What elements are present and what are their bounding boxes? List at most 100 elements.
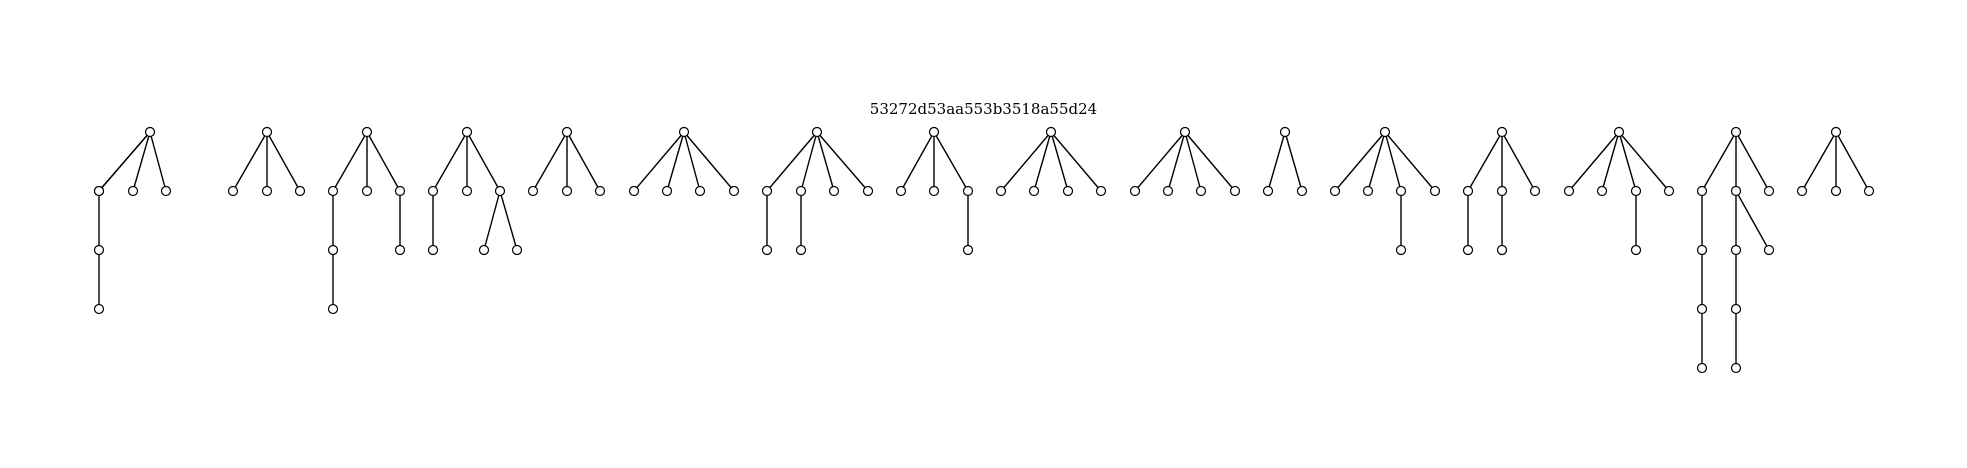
tree-node bbox=[1730, 185, 1742, 197]
tree-node bbox=[1162, 185, 1174, 197]
tree-edge bbox=[933, 131, 969, 192]
tree-node bbox=[1129, 185, 1141, 197]
tree-node bbox=[1496, 244, 1508, 256]
tree-edge bbox=[1735, 190, 1770, 251]
tree-node bbox=[1028, 185, 1040, 197]
tree-root-node bbox=[461, 126, 473, 138]
tree-node bbox=[1262, 185, 1274, 197]
tree-node bbox=[327, 244, 339, 256]
tree-edge bbox=[900, 131, 935, 192]
tree-node bbox=[1462, 244, 1474, 256]
tree-node bbox=[1763, 185, 1775, 197]
tree-edge bbox=[366, 131, 401, 192]
tree-root-node bbox=[561, 126, 573, 138]
tree-edge bbox=[1000, 131, 1052, 192]
tree-node bbox=[1229, 185, 1241, 197]
tree-root-node bbox=[261, 126, 273, 138]
tree-node bbox=[394, 244, 406, 256]
tree-node bbox=[795, 185, 807, 197]
tree-edge bbox=[683, 131, 735, 192]
tree-edge bbox=[1568, 131, 1620, 192]
tree-root-node bbox=[1496, 126, 1508, 138]
tree-node bbox=[1429, 185, 1441, 197]
tree-root-node bbox=[1279, 126, 1291, 138]
tree-node bbox=[478, 244, 490, 256]
tree-node bbox=[93, 244, 105, 256]
tree-node bbox=[862, 185, 874, 197]
tree-node bbox=[1362, 185, 1374, 197]
tree-node bbox=[1696, 185, 1708, 197]
tree-node bbox=[995, 185, 1007, 197]
tree-node bbox=[261, 185, 273, 197]
tree-edge bbox=[1167, 131, 1186, 192]
tree-node bbox=[561, 185, 573, 197]
tree-root-node bbox=[1045, 126, 1057, 138]
tree-8 bbox=[895, 126, 974, 256]
tree-edge bbox=[532, 131, 568, 192]
tree-edge bbox=[1284, 131, 1303, 192]
tree-edge bbox=[1735, 131, 1770, 192]
tree-node bbox=[661, 185, 673, 197]
tree-node bbox=[1663, 185, 1675, 197]
tree-node bbox=[160, 185, 172, 197]
tree-edge bbox=[1601, 131, 1620, 192]
tree-edge bbox=[1367, 131, 1386, 192]
tree-14 bbox=[1563, 126, 1675, 256]
tree-node bbox=[461, 185, 473, 197]
tree-edge bbox=[1835, 131, 1870, 192]
tree-edge bbox=[1801, 131, 1837, 192]
tree-6 bbox=[628, 126, 740, 197]
tree-node bbox=[1596, 185, 1608, 197]
tree-edge bbox=[1134, 131, 1186, 192]
tree-15 bbox=[1696, 126, 1775, 374]
tree-root-node bbox=[1179, 126, 1191, 138]
tree-edge bbox=[499, 190, 518, 251]
tree-13 bbox=[1462, 126, 1541, 256]
tree-node bbox=[1696, 244, 1708, 256]
tree-node bbox=[1462, 185, 1474, 197]
tree-node bbox=[1395, 244, 1407, 256]
tree-node bbox=[761, 185, 773, 197]
tree-node bbox=[962, 185, 974, 197]
tree-node bbox=[1630, 244, 1642, 256]
tree-edge bbox=[566, 131, 601, 192]
tree-node bbox=[1796, 185, 1808, 197]
tree-edge bbox=[666, 131, 685, 192]
tree-node bbox=[327, 185, 339, 197]
tree-node bbox=[1730, 244, 1742, 256]
tree-node bbox=[761, 244, 773, 256]
tree-node bbox=[928, 185, 940, 197]
tree-node bbox=[327, 303, 339, 315]
tree-edge bbox=[633, 131, 685, 192]
tree-node bbox=[511, 244, 523, 256]
tree-root-node bbox=[928, 126, 940, 138]
tree-root-node bbox=[1613, 126, 1625, 138]
tree-node bbox=[628, 185, 640, 197]
tree-edge bbox=[766, 131, 818, 192]
tree-edge bbox=[332, 131, 368, 192]
tree-root-node bbox=[811, 126, 823, 138]
tree-node bbox=[127, 185, 139, 197]
tree-edge bbox=[1384, 131, 1402, 192]
tree-node bbox=[427, 244, 439, 256]
tree-edge bbox=[1050, 131, 1102, 192]
tree-node bbox=[227, 185, 239, 197]
tree-3 bbox=[327, 126, 406, 315]
tree-9 bbox=[995, 126, 1107, 197]
tree-node bbox=[1529, 185, 1541, 197]
tree-node bbox=[1329, 185, 1341, 197]
tree-edge bbox=[1334, 131, 1386, 192]
tree-node bbox=[1630, 185, 1642, 197]
tree-12 bbox=[1329, 126, 1441, 256]
tree-edge bbox=[1184, 131, 1202, 192]
tree-edge bbox=[1184, 131, 1236, 192]
tree-node bbox=[1496, 185, 1508, 197]
tree-node bbox=[594, 185, 606, 197]
tree-5 bbox=[527, 126, 606, 197]
tree-edge bbox=[466, 131, 501, 192]
tree-root-node bbox=[1379, 126, 1391, 138]
tree-node bbox=[694, 185, 706, 197]
tree-node bbox=[1696, 362, 1708, 374]
tree-node bbox=[1296, 185, 1308, 197]
